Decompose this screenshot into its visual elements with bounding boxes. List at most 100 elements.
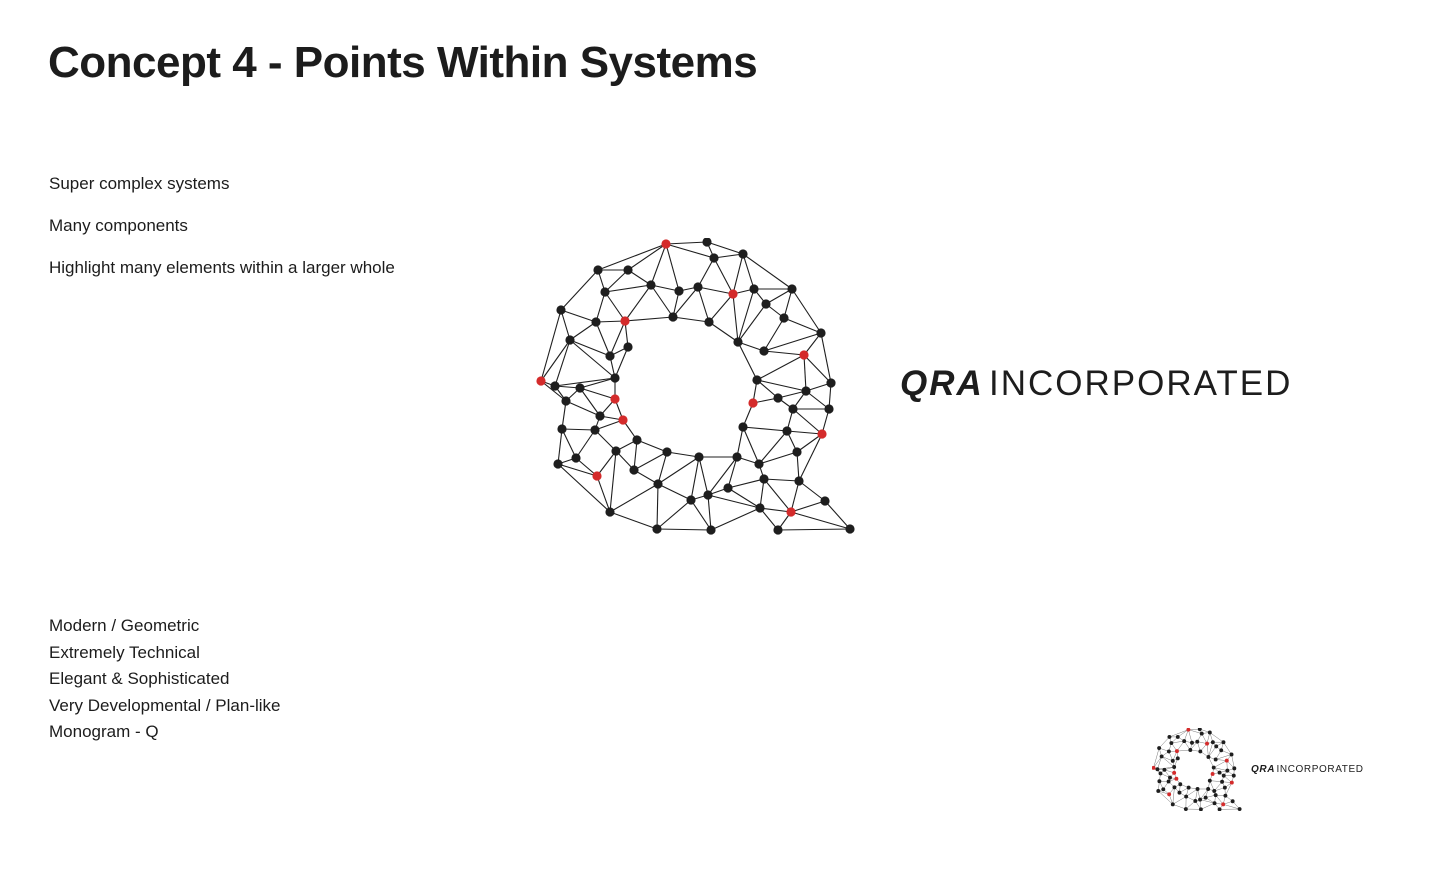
network-node: [646, 280, 656, 290]
highlight-node: [620, 316, 630, 326]
network-edge: [710, 507, 761, 531]
network-edge: [1176, 749, 1191, 752]
network-edge: [690, 499, 712, 531]
network-node: [1212, 788, 1217, 793]
network-edge: [604, 269, 629, 293]
network-edge: [805, 390, 830, 410]
network-edge: [798, 433, 823, 482]
network-edge: [756, 354, 805, 381]
network-node: [733, 337, 743, 347]
network-node: [1213, 793, 1218, 798]
network-edge: [554, 339, 571, 387]
network-edge: [633, 451, 668, 471]
network-edge: [596, 475, 611, 513]
network-edge: [614, 346, 629, 379]
network-node: [759, 346, 769, 356]
network-node: [1195, 739, 1200, 744]
network-node: [1166, 779, 1171, 784]
bullet-item: Super complex systems: [49, 174, 230, 193]
network-node: [820, 496, 830, 506]
network-edge: [656, 528, 712, 531]
network-edge: [579, 387, 601, 417]
network-node: [792, 447, 802, 457]
network-node: [553, 459, 563, 469]
network-node: [1184, 794, 1189, 799]
network-edge: [783, 317, 822, 334]
network-edge: [665, 243, 715, 259]
network-node: [738, 249, 748, 259]
network-node: [1157, 779, 1162, 784]
network-node: [565, 335, 575, 345]
network-edge: [650, 284, 680, 292]
network-node: [561, 396, 571, 406]
network-edge: [1206, 743, 1209, 757]
network-edge: [1176, 741, 1185, 752]
network-edge: [1225, 782, 1232, 796]
network-edge: [1215, 754, 1232, 760]
network-node: [703, 490, 713, 500]
network-edge: [756, 379, 779, 399]
network-node: [706, 525, 716, 535]
network-edge: [1184, 729, 1189, 742]
network-node: [1212, 801, 1217, 806]
network-edge: [1231, 754, 1235, 769]
network-edge: [803, 332, 822, 356]
network-node: [1206, 787, 1211, 791]
highlight-node: [661, 239, 671, 249]
network-edge: [706, 241, 744, 255]
network-edge: [569, 339, 611, 357]
network-edge: [540, 339, 571, 382]
network-edge: [1213, 767, 1228, 771]
network-edge: [569, 321, 597, 341]
network-edge: [1161, 756, 1173, 762]
highlight-node: [786, 507, 796, 517]
network-node: [723, 483, 733, 493]
network-edge: [742, 253, 755, 290]
highlight-node: [1210, 772, 1215, 776]
network-edge: [609, 450, 617, 513]
network-node: [1231, 773, 1236, 778]
network-node: [761, 299, 771, 309]
network-edge: [1209, 780, 1223, 782]
network-edge: [713, 257, 734, 295]
network-edge: [1214, 781, 1223, 792]
network-edge: [595, 320, 626, 323]
highlight-node: [1221, 802, 1226, 807]
network-node: [693, 282, 703, 292]
network-node: [1197, 728, 1202, 732]
network-node: [1177, 790, 1182, 795]
highlight-node: [728, 289, 738, 299]
network-edge: [636, 439, 668, 453]
network-edge: [777, 528, 851, 531]
network-node: [1207, 778, 1212, 783]
network-edge: [727, 456, 738, 489]
network-edge: [569, 339, 616, 379]
network-node: [629, 465, 639, 475]
network-edge: [737, 303, 767, 343]
network-edge: [1200, 799, 1215, 804]
network-node: [1214, 744, 1219, 749]
network-edge: [657, 451, 668, 485]
network-node: [662, 447, 672, 457]
network-edge: [763, 350, 805, 356]
network-edge: [777, 390, 807, 399]
network-edge: [727, 487, 761, 509]
network-edge: [557, 463, 611, 513]
network-edge: [597, 243, 667, 271]
network-edge: [579, 377, 616, 389]
highlight-node: [1172, 770, 1177, 775]
network-edge: [763, 317, 785, 352]
network-edge: [1158, 790, 1173, 805]
trait-list: Modern / Geometric Extremely Technical E…: [49, 616, 281, 749]
network-edge: [1161, 756, 1175, 768]
trait-item: Elegant & Sophisticated: [49, 669, 230, 689]
network-edge: [594, 429, 617, 452]
trait-item: Monogram - Q: [49, 722, 159, 742]
network-node: [1166, 749, 1171, 754]
network-edge: [560, 309, 571, 341]
network-edge: [1223, 804, 1240, 810]
network-node: [1219, 748, 1224, 753]
network-edge: [595, 291, 606, 323]
highlight-node: [536, 376, 546, 386]
page-title: Concept 4 - Points Within Systems: [48, 38, 758, 87]
